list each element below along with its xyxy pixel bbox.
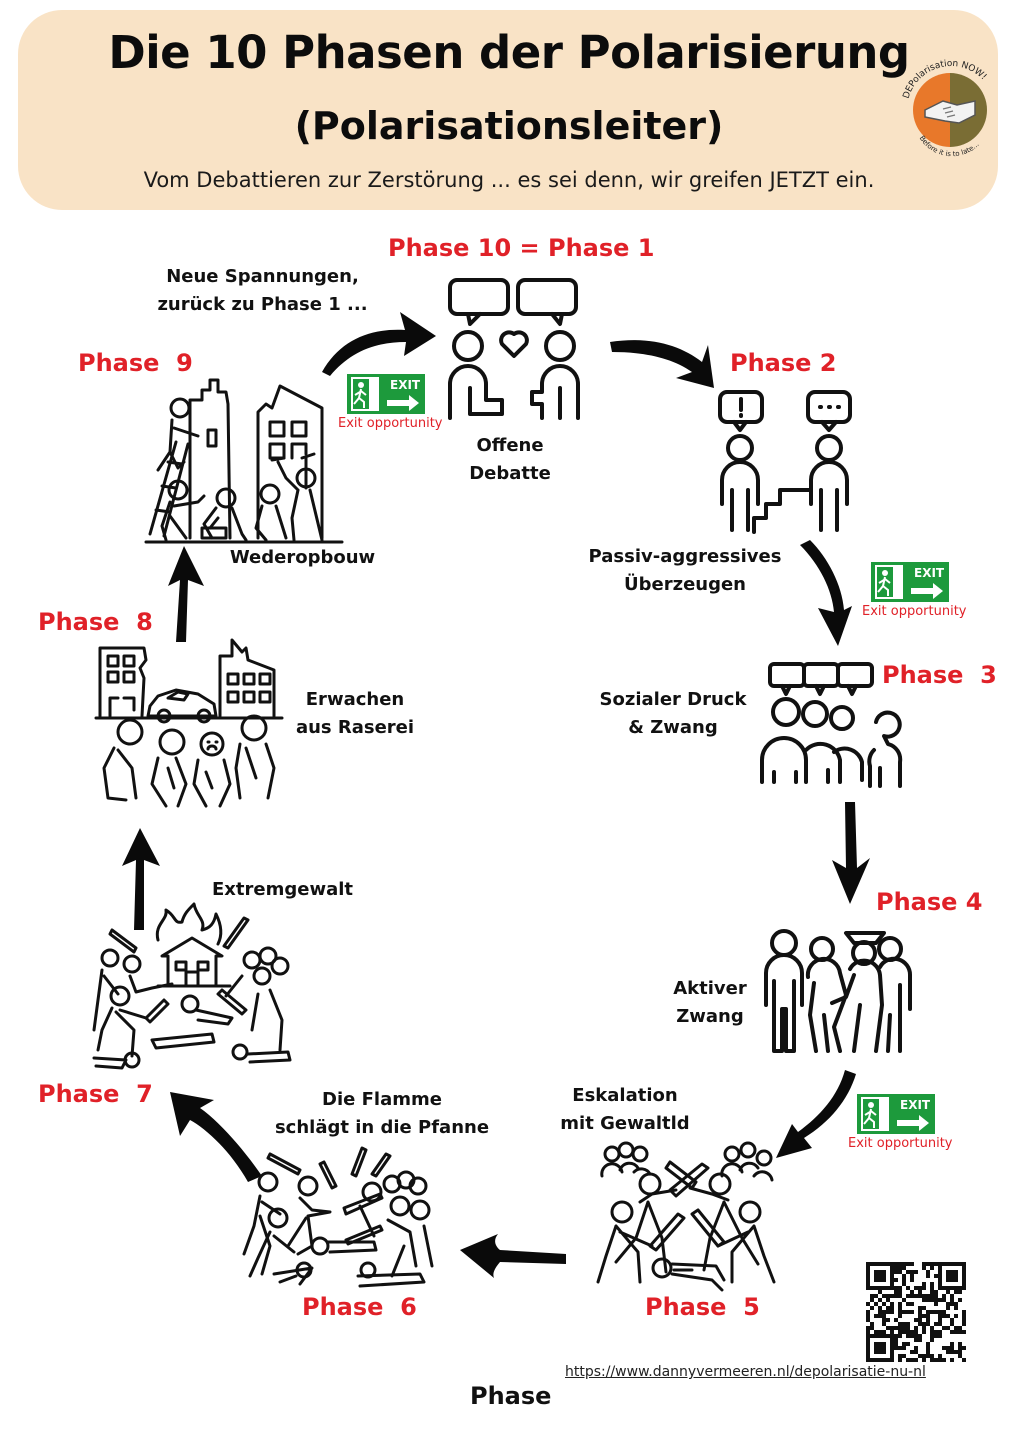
svg-text:EXIT: EXIT bbox=[390, 378, 421, 392]
arrow-phase1-to-phase2 bbox=[610, 340, 714, 388]
phase-2-label: Phase 2 bbox=[730, 349, 837, 377]
rebuilding-icon bbox=[144, 378, 344, 544]
exit-opportunity-2[interactable]: EXIT Exit opportunity bbox=[862, 562, 967, 619]
dialogue-heart-icon bbox=[448, 278, 580, 420]
ruins-grief-icon bbox=[94, 638, 284, 808]
phase-8-label: Phase 8 bbox=[38, 608, 153, 636]
arrow-phase8-to-phase9 bbox=[168, 546, 204, 642]
phase-3-label: Phase 3 bbox=[882, 661, 997, 689]
phase-5-label: Phase 5 bbox=[645, 1293, 760, 1321]
qr-code-icon[interactable] bbox=[866, 1262, 966, 1362]
burning-house-icon bbox=[92, 902, 292, 1070]
fight-bats-icon bbox=[596, 1141, 776, 1292]
phase-3-description: Sozialer Druck& Zwang bbox=[599, 689, 747, 738]
phase-7-description: Extremgewalt bbox=[212, 879, 353, 900]
exit-opportunity-label: Exit opportunity bbox=[338, 416, 443, 431]
group-pressure-icon bbox=[760, 662, 903, 788]
phase-4-label: Phase 4 bbox=[876, 888, 983, 916]
arrow-phase7-to-phase8 bbox=[122, 828, 160, 930]
page-subtitle: (Polarisationsleiter) bbox=[294, 104, 724, 148]
return-note: Neue Spannungen,zurück zu Phase 1 ... bbox=[157, 266, 368, 315]
arrow-phase6-to-phase7 bbox=[170, 1092, 262, 1182]
arrow-phase3-to-phase4 bbox=[832, 802, 870, 904]
exit-opportunity-label: Exit opportunity bbox=[848, 1136, 953, 1151]
phase-9-label: Phase 9 bbox=[78, 349, 193, 377]
arrow-phase9-to-phase1 bbox=[322, 312, 436, 376]
handshake-icon bbox=[924, 100, 976, 124]
exit-sign-icon: EXIT bbox=[347, 374, 425, 414]
page-tagline: Vom Debattieren zur Zerstörung ... es se… bbox=[143, 168, 875, 192]
phase-6-label: Phase 6 bbox=[302, 1293, 417, 1321]
exit-sign-icon: EXIT bbox=[871, 562, 949, 602]
depolarisation-logo: DEPolarisation NOW! Before it is to late… bbox=[902, 59, 989, 158]
source-url-link[interactable]: https://www.dannyvermeeren.nl/depolarisa… bbox=[565, 1364, 926, 1380]
svg-text:EXIT: EXIT bbox=[914, 566, 945, 580]
police-coercion-icon bbox=[764, 929, 913, 1053]
phase-9-description: Wederopbouw bbox=[229, 547, 376, 568]
svg-text:EXIT: EXIT bbox=[900, 1098, 931, 1112]
arrow-phase5-to-phase6 bbox=[460, 1234, 566, 1278]
exit-opportunity-label: Exit opportunity bbox=[862, 604, 967, 619]
exit-sign-icon: EXIT bbox=[857, 1094, 935, 1134]
page-title: Die 10 Phasen der Polarisierung bbox=[108, 26, 910, 79]
stairs-persuasion-icon bbox=[718, 390, 852, 534]
footer-label: Phase bbox=[470, 1382, 552, 1410]
arrow-phase4-to-phase5 bbox=[776, 1070, 856, 1158]
exit-opportunity-3[interactable]: EXIT Exit opportunity bbox=[848, 1094, 953, 1151]
header-banner bbox=[18, 10, 998, 210]
arrow-phase2-to-phase3 bbox=[800, 540, 852, 646]
riot-icon bbox=[242, 1146, 434, 1288]
phase-1-label: Phase 10 = Phase 1 bbox=[388, 234, 655, 262]
phase-7-label: Phase 7 bbox=[38, 1080, 153, 1108]
exit-opportunity-1[interactable]: EXIT Exit opportunity bbox=[338, 374, 443, 431]
